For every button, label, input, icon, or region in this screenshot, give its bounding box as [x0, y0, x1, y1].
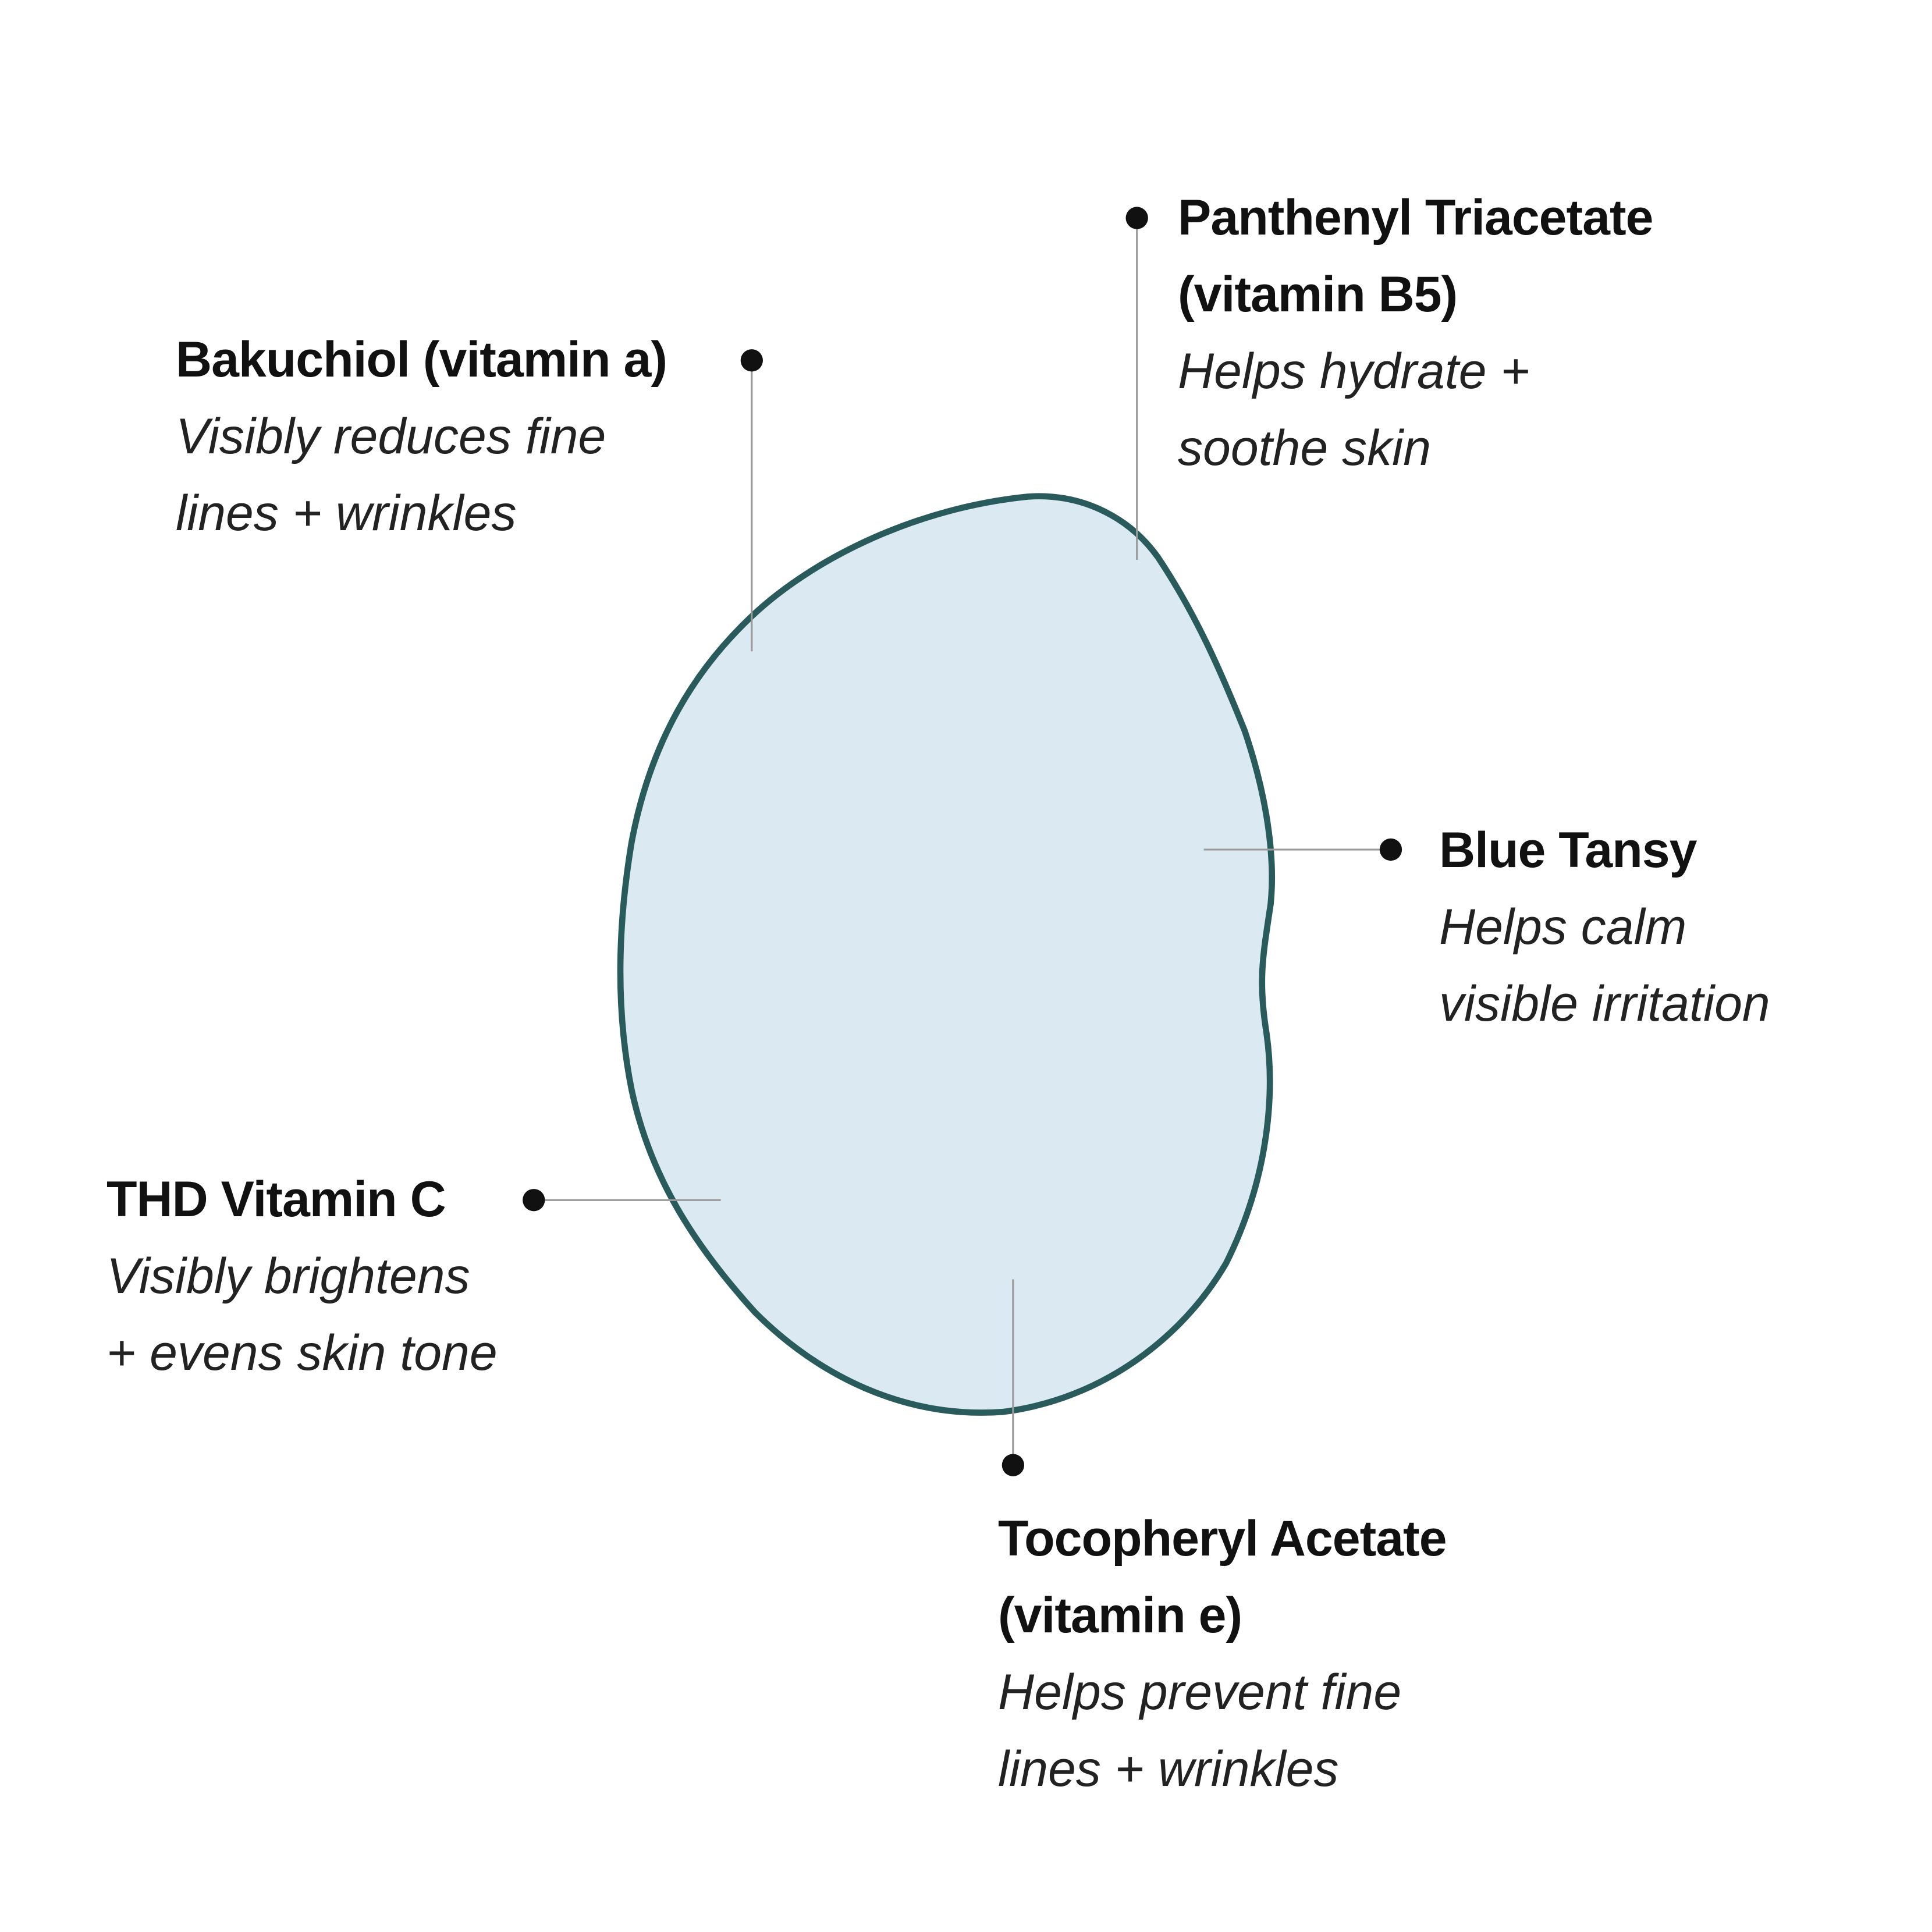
desc-line: Helps prevent fine: [998, 1664, 1402, 1720]
desc-line: Helps hydrate +: [1178, 343, 1530, 399]
desc-line: Visibly reduces fine: [176, 409, 606, 464]
desc-line: + evens skin tone: [106, 1325, 498, 1381]
dot-bakuchiol: [740, 349, 763, 372]
ingredient-name: THD Vitamin C: [106, 1171, 446, 1227]
dot-thd: [523, 1189, 545, 1212]
desc-line: lines + wrinkles: [998, 1741, 1339, 1797]
name-line: (vitamin B5): [1178, 267, 1458, 322]
name-line: (vitamin e): [998, 1587, 1242, 1643]
callout-tocopheryl: Tocopheryl Acetate (vitamin e) Helps pre…: [998, 1500, 1447, 1807]
ingredient-description: Helps hydrate + soothe skin: [1178, 333, 1653, 486]
ingredient-name: Blue Tansy: [1439, 822, 1697, 878]
callout-bakuchiol: Bakuchiol (vitamin a) Visibly reduces fi…: [176, 321, 667, 552]
ingredient-name: Panthenyl Triacetate (vitamin B5): [1178, 179, 1653, 333]
ingredient-name: Tocopheryl Acetate (vitamin e): [998, 1500, 1447, 1654]
desc-line: Visibly brightens: [106, 1248, 470, 1304]
ingredient-description: Visibly reduces fine lines + wrinkles: [176, 398, 667, 552]
name-line: Tocopheryl Acetate: [998, 1511, 1447, 1567]
leader-lines: [534, 218, 1391, 1465]
ingredient-description: Visibly brightens + evens skin tone: [106, 1238, 498, 1391]
dot-blue-tansy: [1379, 838, 1402, 861]
callout-blue-tansy: Blue Tansy Helps calm visible irritation: [1439, 812, 1770, 1042]
dot-panthenyl: [1125, 207, 1148, 229]
callout-panthenyl: Panthenyl Triacetate (vitamin B5) Helps …: [1178, 179, 1653, 486]
name-line: Panthenyl Triacetate: [1178, 190, 1653, 246]
desc-line: Helps calm: [1439, 899, 1687, 955]
ingredient-description: Helps calm visible irritation: [1439, 889, 1770, 1042]
ingredient-description: Helps prevent fine lines + wrinkles: [998, 1654, 1447, 1807]
desc-line: lines + wrinkles: [176, 485, 517, 541]
dot-tocopheryl: [1001, 1454, 1025, 1476]
callout-thd-vitamin-c: THD Vitamin C Visibly brightens + evens …: [106, 1161, 498, 1391]
desc-line: soothe skin: [1178, 420, 1432, 476]
ingredient-name: Bakuchiol (vitamin a): [176, 332, 667, 388]
serum-blob: [617, 493, 1276, 1416]
desc-line: visible irritation: [1439, 976, 1770, 1032]
